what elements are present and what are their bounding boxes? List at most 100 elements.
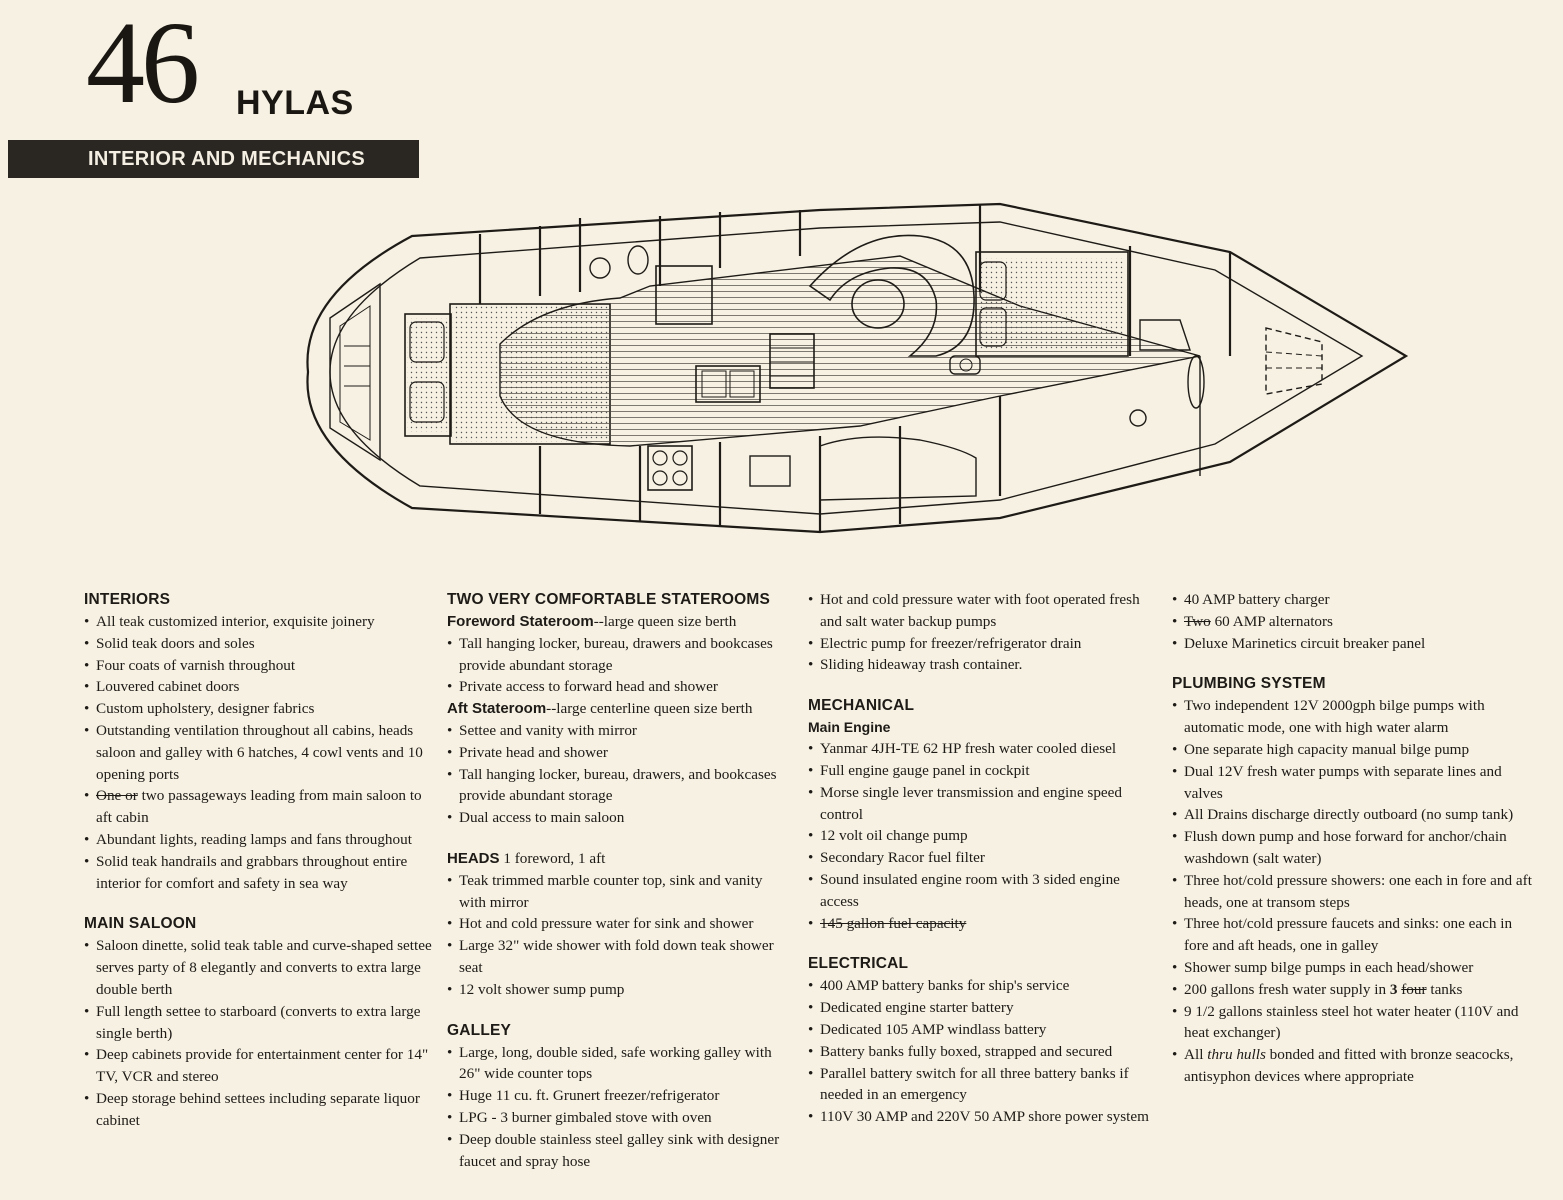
list-item: All teak customized interior, exquisite … — [84, 611, 434, 633]
list-item: Solid teak handrails and grabbars throug… — [84, 851, 434, 895]
plumbing-list: Two independent 12V 2000gph bilge pumps … — [1172, 695, 1532, 1087]
list-item: Full engine gauge panel in cockpit — [808, 760, 1153, 782]
forward-stateroom-desc: --large queen size berth — [593, 613, 737, 630]
list-item: Private head and shower — [447, 742, 792, 764]
list-item: Parallel battery switch for all three ba… — [808, 1063, 1153, 1107]
list-item: Huge 11 cu. ft. Grunert freezer/refriger… — [447, 1085, 792, 1107]
list-item: Large, long, double sided, safe working … — [447, 1042, 792, 1086]
list-item: Tall hanging locker, bureau, drawers, an… — [447, 764, 792, 808]
passageways-text: two passageways leading from main saloon… — [96, 787, 422, 827]
list-item: Solid teak doors and soles — [84, 633, 434, 655]
list-item: 12 volt shower sump pump — [447, 979, 792, 1001]
list-item: 200 gallons fresh water supply in 3 four… — [1172, 979, 1532, 1001]
list-item: Battery banks fully boxed, strapped and … — [808, 1041, 1153, 1063]
column-3: Hot and cold pressure water with foot op… — [808, 589, 1153, 1128]
list-item: Two 60 AMP alternators — [1172, 611, 1532, 633]
list-item: 12 volt oil change pump — [808, 825, 1153, 847]
list-item: Private access to forward head and showe… — [447, 676, 792, 698]
struck-text: One or — [96, 787, 138, 805]
main-saloon-heading: MAIN SALOON — [84, 915, 197, 933]
list-item: Yanmar 4JH-TE 62 HP fresh water cooled d… — [808, 738, 1153, 760]
list-item: Deep cabinets provide for entertainment … — [84, 1044, 434, 1088]
list-item: Louvered cabinet doors — [84, 676, 434, 698]
mechanical-list: Yanmar 4JH-TE 62 HP fresh water cooled d… — [808, 738, 1153, 934]
list-item: Teak trimmed marble counter top, sink an… — [447, 870, 792, 914]
list-item: Deep double stainless steel galley sink … — [447, 1129, 792, 1173]
aft-stateroom-desc: --large centerline queen size berth — [546, 700, 753, 718]
interior-layout-drawing — [300, 196, 1415, 541]
list-item: Dual access to main saloon — [447, 807, 792, 829]
galley-heading: GALLEY — [447, 1021, 512, 1039]
mechanical-heading: MECHANICAL — [808, 697, 915, 715]
water-tank-count: 3 — [1389, 980, 1398, 998]
list-item: 9 1/2 gallons stainless steel hot water … — [1172, 1001, 1532, 1045]
struck-list-item: 145 gallon fuel capacity — [808, 913, 1153, 935]
list-item: Full length settee to starboard (convert… — [84, 1001, 434, 1045]
list-item: Flush down pump and hose forward for anc… — [1172, 826, 1532, 870]
aft-stateroom-list: Settee and vanity with mirror Private he… — [447, 720, 792, 829]
list-item: Outstanding ventilation throughout all c… — [84, 720, 434, 785]
thru-hulls-text: bonded and fitted with bronze seacocks, … — [1184, 1046, 1514, 1085]
list-item: Sound insulated engine room with 3 sided… — [808, 869, 1153, 913]
interiors-list: All teak customized interior, exquisite … — [84, 611, 434, 894]
electrical-list: 400 AMP battery banks for ship's service… — [808, 975, 1153, 1128]
forward-stateroom-title: Foreword Stateroom — [447, 613, 594, 630]
forward-stateroom-list: Tall hanging locker, bureau, drawers and… — [447, 633, 792, 698]
list-item: Settee and vanity with mirror — [447, 720, 792, 742]
galley-list: Large, long, double sided, safe working … — [447, 1042, 792, 1173]
list-item: All Drains discharge directly outboard (… — [1172, 804, 1532, 826]
aft-stateroom-title: Aft Stateroom — [447, 700, 547, 718]
water-supply-suffix: tanks — [1430, 980, 1463, 998]
list-item: Saloon dinette, solid teak table and cur… — [84, 935, 434, 1000]
list-item: One separate high capacity manual bilge … — [1172, 739, 1532, 761]
column-2: TWO VERY COMFORTABLE STATEROOMS Foreword… — [447, 589, 792, 1172]
thru-hulls-italic: thru hulls — [1207, 1046, 1266, 1064]
list-item: Three hot/cold pressure showers: one eac… — [1172, 870, 1532, 914]
list-item: Deluxe Marinetics circuit breaker panel — [1172, 633, 1532, 655]
list-item: Shower sump bilge pumps in each head/sho… — [1172, 957, 1532, 979]
galley-list-continued: Hot and cold pressure water with foot op… — [808, 589, 1153, 676]
model-number: 46 — [86, 0, 200, 128]
main-saloon-list: Saloon dinette, solid teak table and cur… — [84, 935, 434, 1131]
main-engine-subheading: Main Engine — [808, 719, 891, 736]
forward-stateroom-line: Foreword Stateroom--large queen size ber… — [447, 611, 792, 633]
list-item: Hot and cold pressure water with foot op… — [808, 589, 1153, 633]
column-1: INTERIORS All teak customized interior, … — [84, 589, 434, 1132]
staterooms-heading: TWO VERY COMFORTABLE STATEROOMS — [447, 591, 771, 608]
heads-line: HEADS 1 foreword, 1 aft — [447, 848, 792, 870]
interiors-heading: INTERIORS — [84, 591, 171, 608]
aft-stateroom-line: Aft Stateroom--large centerline queen si… — [447, 698, 792, 720]
list-item: Custom upholstery, designer fabrics — [84, 698, 434, 720]
list-item: LPG - 3 burner gimbaled stove with oven — [447, 1107, 792, 1129]
section-title-bar: INTERIOR AND MECHANICS — [8, 140, 419, 178]
list-item: Tall hanging locker, bureau, drawers and… — [447, 633, 792, 677]
heads-list: Teak trimmed marble counter top, sink an… — [447, 870, 792, 1001]
struck-text: Two — [1184, 612, 1211, 630]
list-item: Dual 12V fresh water pumps with separate… — [1172, 761, 1532, 805]
list-item: Dedicated 105 AMP windlass battery — [808, 1019, 1153, 1041]
brand-name: HYLAS — [236, 84, 354, 122]
alternator-text: 60 AMP alternators — [1214, 612, 1333, 630]
plumbing-heading: PLUMBING SYSTEM — [1172, 675, 1326, 693]
list-item: Two independent 12V 2000gph bilge pumps … — [1172, 695, 1532, 739]
hull-outline — [306, 202, 1409, 534]
list-item: Four coats of varnish throughout — [84, 655, 434, 677]
list-item: Three hot/cold pressure faucets and sink… — [1172, 913, 1532, 957]
heads-heading: HEADS — [447, 849, 500, 867]
list-item: Deep storage behind settees including se… — [84, 1088, 434, 1132]
thru-hulls-prefix: All — [1184, 1046, 1204, 1064]
list-item: 110V 30 AMP and 220V 50 AMP shore power … — [808, 1106, 1153, 1128]
list-item: Morse single lever transmission and engi… — [808, 782, 1153, 826]
list-item: Sliding hideaway trash container. — [808, 654, 1153, 676]
list-item: One or two passageways leading from main… — [84, 785, 434, 829]
list-item: Dedicated engine starter battery — [808, 997, 1153, 1019]
heads-desc: 1 foreword, 1 aft — [503, 849, 606, 867]
list-item: 400 AMP battery banks for ship's service — [808, 975, 1153, 997]
list-item: Hot and cold pressure water for sink and… — [447, 913, 792, 935]
struck-text: four — [1401, 980, 1427, 998]
list-item: All thru hulls bonded and fitted with br… — [1172, 1044, 1532, 1088]
column-4: 40 AMP battery charger Two 60 AMP altern… — [1172, 589, 1532, 1088]
list-item: Abundant lights, reading lamps and fans … — [84, 829, 434, 851]
list-item: 40 AMP battery charger — [1172, 589, 1532, 611]
list-item: Large 32" wide shower with fold down tea… — [447, 935, 792, 979]
